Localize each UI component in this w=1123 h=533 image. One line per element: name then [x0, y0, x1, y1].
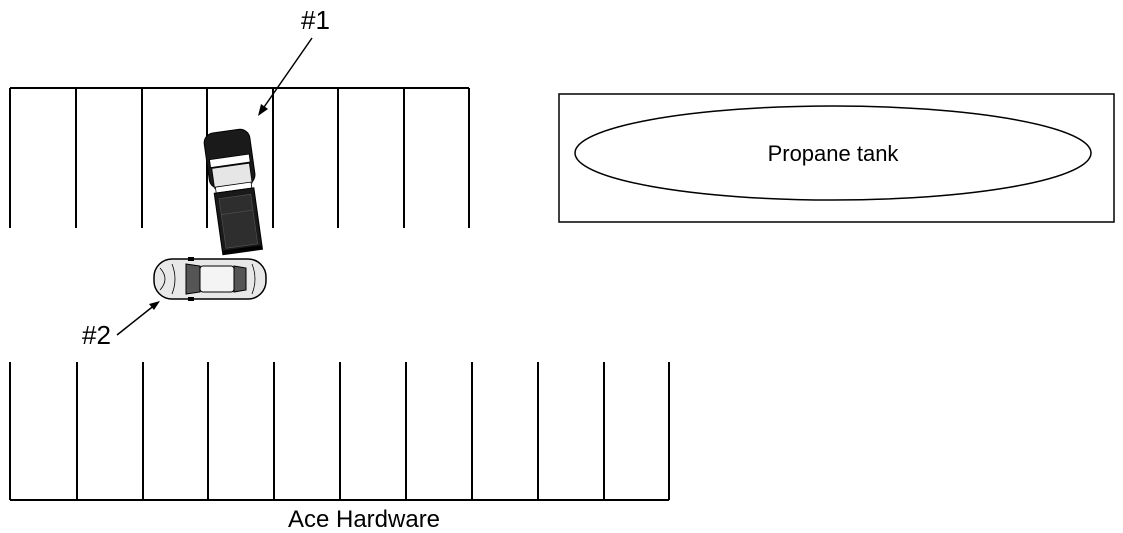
vehicle-2-pointer-line: [116, 303, 157, 336]
propane-tank-label: Propane tank: [768, 141, 900, 166]
sedan-rear-window: [233, 265, 247, 293]
bottom-parking-row: [9, 362, 670, 501]
truck-tailgate: [222, 245, 263, 255]
vehicle-1-pointer-arrowhead: [258, 104, 268, 116]
vehicle-1-pickup-truck: [203, 128, 264, 256]
vehicle-2-sedan: [153, 257, 267, 301]
propane-tank-shape: [574, 105, 1092, 201]
sedan-roof: [199, 265, 235, 293]
propane-tank-enclosure: Propane tank: [558, 93, 1115, 223]
truck-windshield: [209, 153, 251, 169]
propane-tank-pad: [558, 93, 1115, 223]
vehicle-2-pointer-arrowhead: [149, 301, 160, 310]
vehicle-1-pointer-line: [261, 37, 313, 111]
vehicle-2-label: #2: [82, 320, 111, 350]
building-label: Ace Hardware: [288, 506, 440, 533]
truck-bed-floor: [218, 193, 259, 249]
sedan-windshield: [185, 263, 201, 295]
vehicle-1-label: #1: [301, 5, 330, 35]
